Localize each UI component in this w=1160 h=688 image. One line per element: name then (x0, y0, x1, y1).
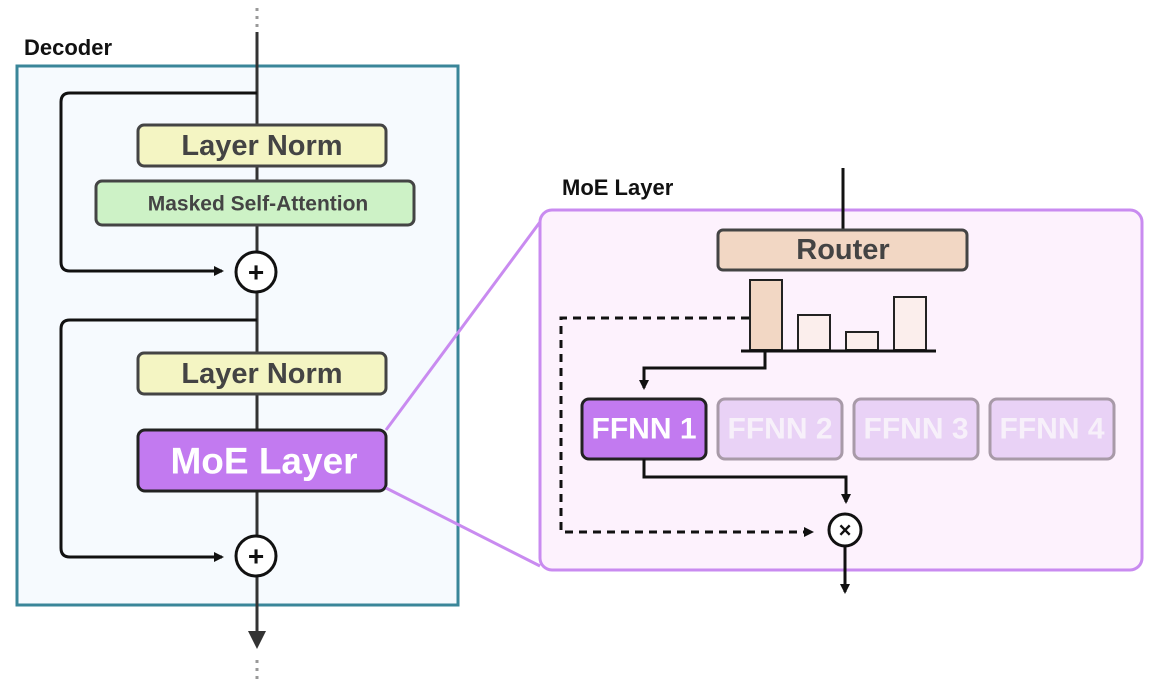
masked-self-attention-label: Masked Self-Attention (148, 193, 369, 216)
router-weight-bar-2 (797, 314, 831, 351)
add-symbol-top: + (248, 257, 264, 288)
add-circle-bottom (234, 534, 278, 578)
multiply-symbol: × (839, 518, 852, 543)
residual-connection-top (59, 91, 257, 276)
decoder-title: Decoder (24, 35, 112, 60)
router-weight-bar-1 (749, 279, 783, 351)
routing-arrow-to-expert (639, 351, 767, 390)
router-weight-bar-3 (845, 331, 879, 351)
expert-ffnn-2 (716, 397, 844, 461)
router-weight-bar-4 (893, 296, 927, 351)
expert-ffnn-3 (852, 397, 980, 461)
zoom-line-bottom (385, 486, 541, 568)
moe-panel (538, 208, 1144, 572)
router-box (716, 228, 969, 272)
masked-self-attention-box (94, 179, 416, 227)
expert-ffnn-2-label: FFNN 2 (728, 413, 833, 446)
layer-norm-top-label: Layer Norm (181, 130, 342, 162)
expert-ffnn-3-label: FFNN 3 (864, 413, 969, 446)
layer-norm-bottom (136, 351, 388, 396)
router-weights-chart (749, 279, 927, 351)
expert-ffnn-4-label: FFNN 4 (1000, 413, 1105, 446)
moe-layer-box (136, 428, 388, 493)
router-label: Router (796, 234, 889, 266)
expert-output-arrow (642, 459, 851, 504)
expert-ffnn-4 (988, 397, 1116, 461)
add-symbol-bottom: + (248, 541, 264, 572)
layer-norm-top (136, 123, 388, 168)
layer-norm-bottom-label: Layer Norm (181, 358, 342, 390)
residual-connection-bottom (59, 318, 257, 562)
expert-ffnn-1-label: FFNN 1 (592, 413, 697, 446)
zoom-line-top (384, 221, 542, 431)
moe-panel-title: MoE Layer (562, 175, 674, 200)
gating-weight-dashed-path (559, 316, 814, 537)
moe-layer-label: MoE Layer (170, 441, 357, 482)
add-circle-top (234, 250, 278, 294)
